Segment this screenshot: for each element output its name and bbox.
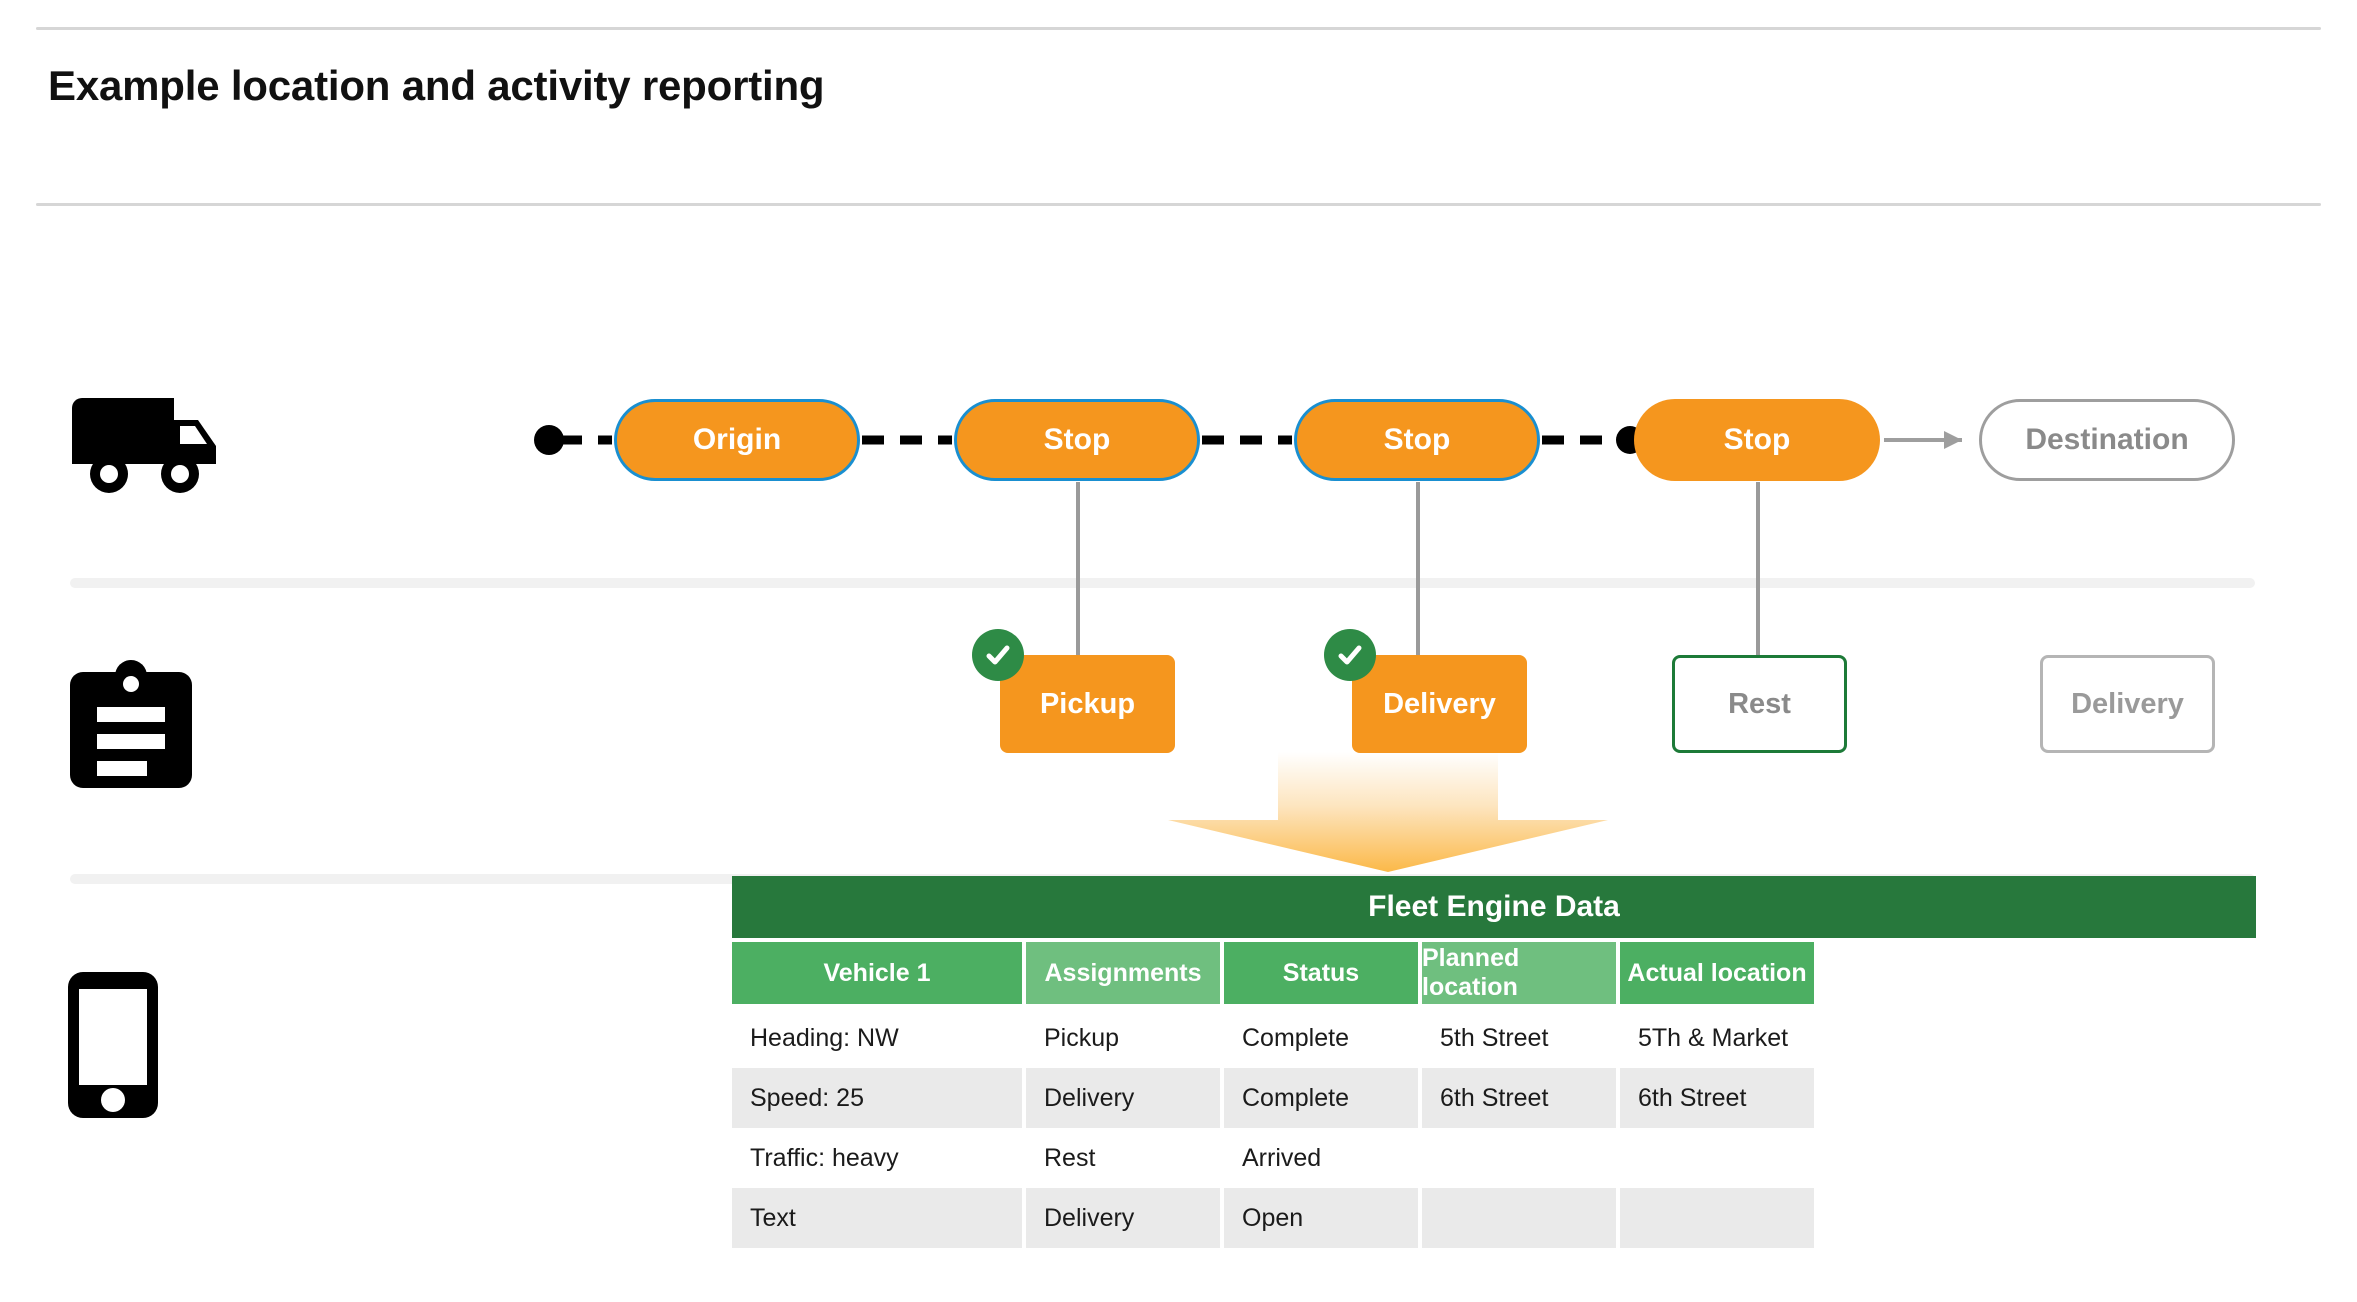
route-node-origin[interactable]: Origin <box>614 399 860 481</box>
activity-card-label: Pickup <box>1039 687 1136 720</box>
truck-icon <box>68 398 218 507</box>
table-cell <box>1620 1188 1814 1248</box>
table-cell: Arrived <box>1224 1128 1418 1188</box>
table-cell: Text <box>732 1188 1022 1248</box>
table-cell: Rest <box>1026 1128 1220 1188</box>
route-node-label: Stop <box>1043 423 1111 456</box>
activity-card-delivery-complete[interactable]: Delivery <box>1352 655 1527 753</box>
activity-card-label: Rest <box>1728 687 1791 720</box>
page-title: Example location and activity reporting <box>48 62 825 109</box>
table-body: Heading: NW Pickup Complete 5th Street 5… <box>732 1008 2256 1248</box>
table-cell: 5Th & Market <box>1620 1008 1814 1068</box>
route-node-label: Origin <box>692 423 782 456</box>
table-cell: 6th Street <box>1620 1068 1814 1128</box>
table-row: Heading: NW Pickup Complete 5th Street 5… <box>732 1008 2256 1068</box>
data-flow-arrow-icon <box>1128 752 1648 877</box>
table-cell: Traffic: heavy <box>732 1128 1022 1188</box>
table-row: Traffic: heavy Rest Arrived <box>732 1128 2256 1188</box>
table-cell: Delivery <box>1026 1068 1220 1128</box>
activity-card-delivery-pending[interactable]: Delivery <box>2040 655 2215 753</box>
route-node-stop-1[interactable]: Stop <box>954 399 1200 481</box>
activity-card-label: Delivery <box>2071 687 2184 720</box>
route-node-label: Stop <box>1383 423 1451 456</box>
table-cell: Heading: NW <box>732 1008 1022 1068</box>
title-divider <box>36 203 2321 206</box>
table-cell <box>1620 1128 1814 1188</box>
fleet-engine-data-table: Fleet Engine Data Vehicle 1 Assignments … <box>732 876 2256 1248</box>
route-start-dot <box>534 425 564 455</box>
route-node-label: Stop <box>1723 423 1791 456</box>
table-row: Speed: 25 Delivery Complete 6th Street 6… <box>732 1068 2256 1128</box>
row-separator-vehicle-activity <box>70 578 2255 588</box>
table-cell <box>1422 1188 1616 1248</box>
table-header-row: Vehicle 1 Assignments Status Planned loc… <box>732 942 2256 1004</box>
phone-icon <box>68 972 158 1123</box>
table-cell: Delivery <box>1026 1188 1220 1248</box>
table-row: Text Delivery Open <box>732 1188 2256 1248</box>
activity-card-rest[interactable]: Rest <box>1672 655 1847 753</box>
table-cell: Open <box>1224 1188 1418 1248</box>
table-column-header: Status <box>1224 942 1418 1004</box>
table-column-header: Actual location <box>1620 942 1814 1004</box>
table-cell: Speed: 25 <box>732 1068 1022 1128</box>
clipboard-icon <box>70 660 192 793</box>
table-cell: 6th Street <box>1422 1068 1616 1128</box>
activity-card-pickup[interactable]: Pickup <box>1000 655 1175 753</box>
table-cell: 5th Street <box>1422 1008 1616 1068</box>
route-node-destination[interactable]: Destination <box>1979 399 2235 481</box>
route-node-label: Destination <box>2025 423 2189 456</box>
activity-complete-check-icon <box>972 629 1024 681</box>
table-title: Fleet Engine Data <box>732 876 2256 938</box>
activity-complete-check-icon <box>1324 629 1376 681</box>
table-cell: Complete <box>1224 1008 1418 1068</box>
route-node-stop-3[interactable]: Stop <box>1634 399 1880 481</box>
activity-card-label: Delivery <box>1383 687 1496 720</box>
table-column-header: Vehicle 1 <box>732 942 1022 1004</box>
top-divider <box>36 27 2321 30</box>
table-cell <box>1422 1128 1616 1188</box>
table-cell: Pickup <box>1026 1008 1220 1068</box>
table-cell: Complete <box>1224 1068 1418 1128</box>
route-node-stop-2[interactable]: Stop <box>1294 399 1540 481</box>
table-column-header: Assignments <box>1026 942 1220 1004</box>
table-column-header: Planned location <box>1422 942 1616 1004</box>
